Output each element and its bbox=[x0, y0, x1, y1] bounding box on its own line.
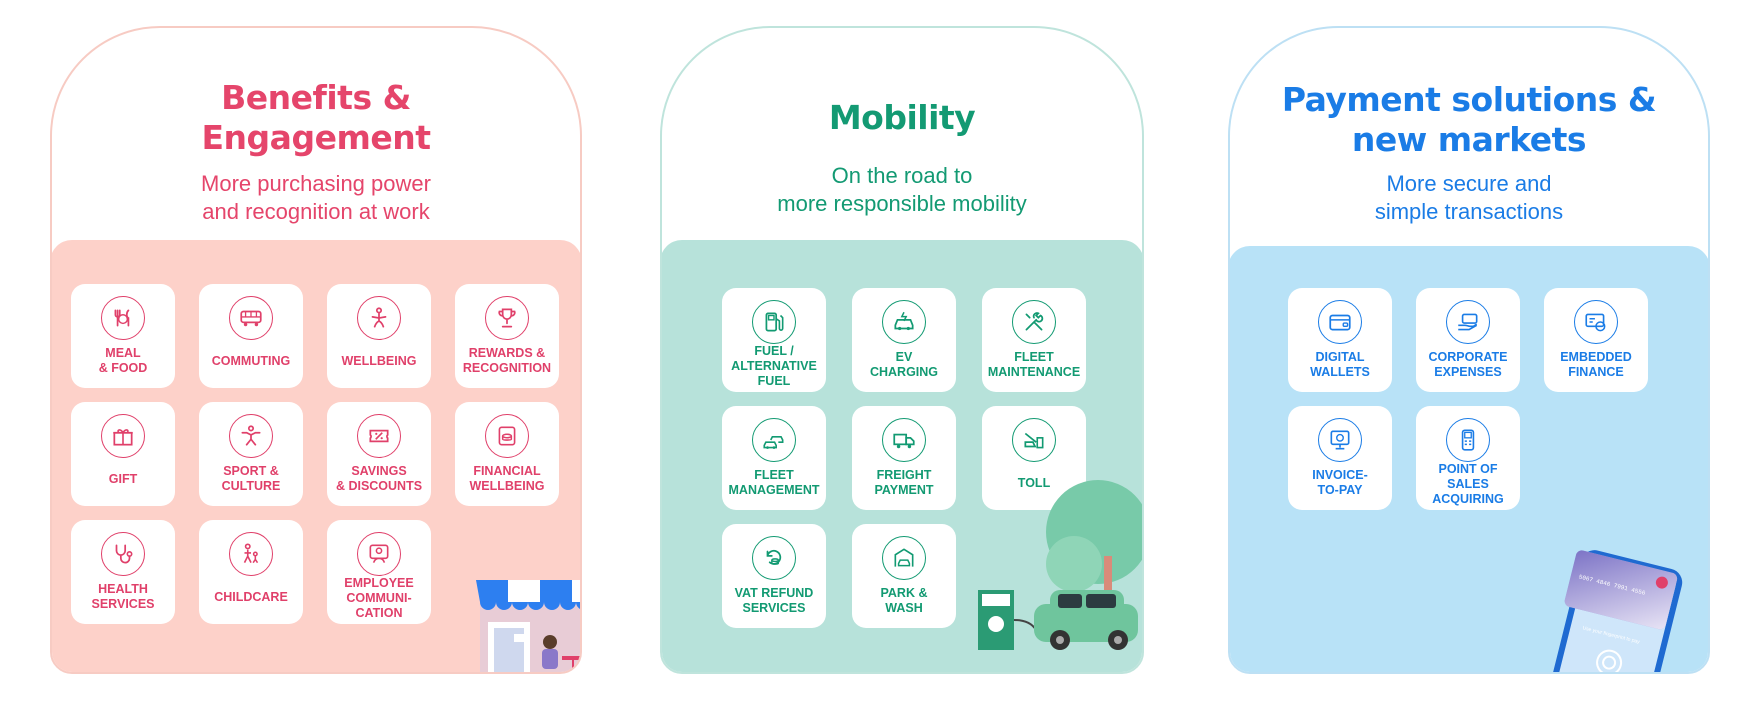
tile-truck[interactable]: FREIGHT PAYMENT bbox=[852, 406, 956, 510]
mobility-title: Mobility bbox=[828, 98, 976, 137]
tile-label: MEAL & FOOD bbox=[98, 346, 148, 375]
payment-tile-grid: DIGITAL WALLETS CORPORATE EXPENSES EMBEDDE… bbox=[1288, 288, 1648, 510]
tile-ev-car[interactable]: EV CHARGING bbox=[852, 288, 956, 392]
benefits-panel: Benefits & Engagement More purchasing po… bbox=[50, 26, 582, 674]
mobility-tile-grid: FUEL / ALTERNATIVE FUEL EV CHARGING FLEET … bbox=[722, 288, 1086, 628]
refund-icon bbox=[752, 536, 796, 580]
payment-header: Payment solutions & new markets More sec… bbox=[1230, 28, 1708, 244]
invoice-icon bbox=[1318, 418, 1362, 462]
tile-label: FLEET MANAGEMENT bbox=[728, 468, 820, 497]
tile-invoice[interactable]: INVOICE- TO-PAY bbox=[1288, 406, 1392, 510]
tile-meal[interactable]: MEAL & FOOD bbox=[71, 284, 175, 388]
benefits-tile-grid: MEAL & FOOD COMMUTING WELLBEING REWARDS & R… bbox=[71, 284, 559, 624]
mobility-subtitle: On the road to more responsible mobility bbox=[777, 163, 1027, 216]
tile-label: GIFT bbox=[108, 471, 138, 486]
tile-label: FREIGHT PAYMENT bbox=[874, 468, 934, 497]
fleet-icon bbox=[752, 418, 796, 462]
stethoscope-icon bbox=[101, 532, 145, 576]
tile-sport[interactable]: SPORT & CULTURE bbox=[199, 402, 303, 506]
tile-trophy[interactable]: REWARDS & RECOGNITION bbox=[455, 284, 559, 388]
ev-charging-illustration bbox=[978, 480, 1142, 650]
tile-label: SPORT & CULTURE bbox=[221, 464, 281, 493]
tile-label: FLEET MAINTENANCE bbox=[987, 350, 1081, 379]
tile-refund[interactable]: VAT REFUND SERVICES bbox=[722, 524, 826, 628]
tile-label: EMBEDDED FINANCE bbox=[1560, 350, 1632, 379]
wallet-icon bbox=[1318, 300, 1362, 344]
truck-icon bbox=[882, 418, 926, 462]
tile-yoga[interactable]: WELLBEING bbox=[327, 284, 431, 388]
payment-subtitle: More secure and simple transactions bbox=[1374, 171, 1564, 224]
tile-tools[interactable]: FLEET MAINTENANCE bbox=[982, 288, 1086, 392]
pos-icon bbox=[1446, 418, 1490, 462]
trophy-icon bbox=[485, 296, 529, 340]
toll-icon bbox=[1012, 418, 1056, 462]
bus-icon bbox=[229, 296, 273, 340]
tile-label: CORPORATE EXPENSES bbox=[1428, 350, 1508, 379]
benefits-title: Benefits & Engagement bbox=[201, 78, 431, 157]
tile-fuel[interactable]: FUEL / ALTERNATIVE FUEL bbox=[722, 288, 826, 392]
tile-coins[interactable]: FINANCIAL WELLBEING bbox=[455, 402, 559, 506]
mobility-tiles-area: FUEL / ALTERNATIVE FUEL EV CHARGING FLEET … bbox=[662, 240, 1142, 672]
payment-tiles-area: DIGITAL WALLETS CORPORATE EXPENSES EMBEDDE… bbox=[1230, 246, 1708, 672]
mobility-panel: Mobility On the road to more responsible… bbox=[660, 26, 1144, 674]
tile-label: EMPLOYEE COMMUNI- CATION bbox=[344, 576, 414, 620]
tools-icon bbox=[1012, 300, 1056, 344]
tile-childcare[interactable]: CHILDCARE bbox=[199, 520, 303, 624]
tile-car-wash[interactable]: PARK & WASH bbox=[852, 524, 956, 628]
card-hand-icon bbox=[1446, 300, 1490, 344]
payment-terminal-illustration: Use your fingerprint to pay 5067 4846 79… bbox=[1550, 550, 1683, 672]
payment-title: Payment solutions & new markets bbox=[1281, 80, 1657, 159]
tile-label: FUEL / ALTERNATIVE FUEL bbox=[731, 344, 817, 388]
benefits-header: Benefits & Engagement More purchasing po… bbox=[52, 28, 580, 244]
tile-label: POINT OF SALES ACQUIRING bbox=[1432, 462, 1504, 506]
meal-icon bbox=[101, 296, 145, 340]
finance-icon bbox=[1574, 300, 1618, 344]
tile-label: PARK & WASH bbox=[880, 586, 928, 615]
communication-icon bbox=[357, 532, 401, 576]
benefits-tiles-area: MEAL & FOOD COMMUTING WELLBEING REWARDS & R… bbox=[52, 240, 580, 672]
gift-icon bbox=[101, 414, 145, 458]
tile-label: VAT REFUND SERVICES bbox=[734, 586, 814, 615]
tile-discount[interactable]: SAVINGS & DISCOUNTS bbox=[327, 402, 431, 506]
tile-label: EV CHARGING bbox=[869, 350, 939, 379]
childcare-icon bbox=[229, 532, 273, 576]
tile-fleet[interactable]: FLEET MANAGEMENT bbox=[722, 406, 826, 510]
tile-label: SAVINGS & DISCOUNTS bbox=[335, 464, 423, 493]
tile-label: WELLBEING bbox=[341, 353, 417, 368]
tile-card-hand[interactable]: CORPORATE EXPENSES bbox=[1416, 288, 1520, 392]
fuel-icon bbox=[752, 300, 796, 344]
tile-wallet[interactable]: DIGITAL WALLETS bbox=[1288, 288, 1392, 392]
tile-stethoscope[interactable]: HEALTH SERVICES bbox=[71, 520, 175, 624]
tile-communication[interactable]: EMPLOYEE COMMUNI- CATION bbox=[327, 520, 431, 624]
yoga-icon bbox=[357, 296, 401, 340]
tile-label: REWARDS & RECOGNITION bbox=[462, 346, 552, 375]
tile-label: DIGITAL WALLETS bbox=[1310, 350, 1370, 379]
payment-panel: Payment solutions & new markets More sec… bbox=[1228, 26, 1710, 674]
tile-label: COMMUTING bbox=[211, 353, 291, 368]
tile-label: FINANCIAL WELLBEING bbox=[469, 464, 545, 493]
ev-car-icon bbox=[882, 300, 926, 344]
car-wash-icon bbox=[882, 536, 926, 580]
tile-pos[interactable]: POINT OF SALES ACQUIRING bbox=[1416, 406, 1520, 510]
mobility-header: Mobility On the road to more responsible… bbox=[662, 28, 1142, 244]
tile-finance[interactable]: EMBEDDED FINANCE bbox=[1544, 288, 1648, 392]
coins-icon bbox=[485, 414, 529, 458]
tile-label: CHILDCARE bbox=[214, 589, 288, 604]
tile-label: HEALTH SERVICES bbox=[91, 582, 155, 611]
benefits-subtitle: More purchasing power and recognition at… bbox=[201, 171, 431, 224]
tile-gift[interactable]: GIFT bbox=[71, 402, 175, 506]
tile-label: TOLL bbox=[1017, 475, 1051, 490]
sport-icon bbox=[229, 414, 273, 458]
discount-icon bbox=[357, 414, 401, 458]
tile-bus[interactable]: COMMUTING bbox=[199, 284, 303, 388]
tile-label: INVOICE- TO-PAY bbox=[1312, 468, 1368, 497]
shop-illustration bbox=[476, 580, 580, 672]
